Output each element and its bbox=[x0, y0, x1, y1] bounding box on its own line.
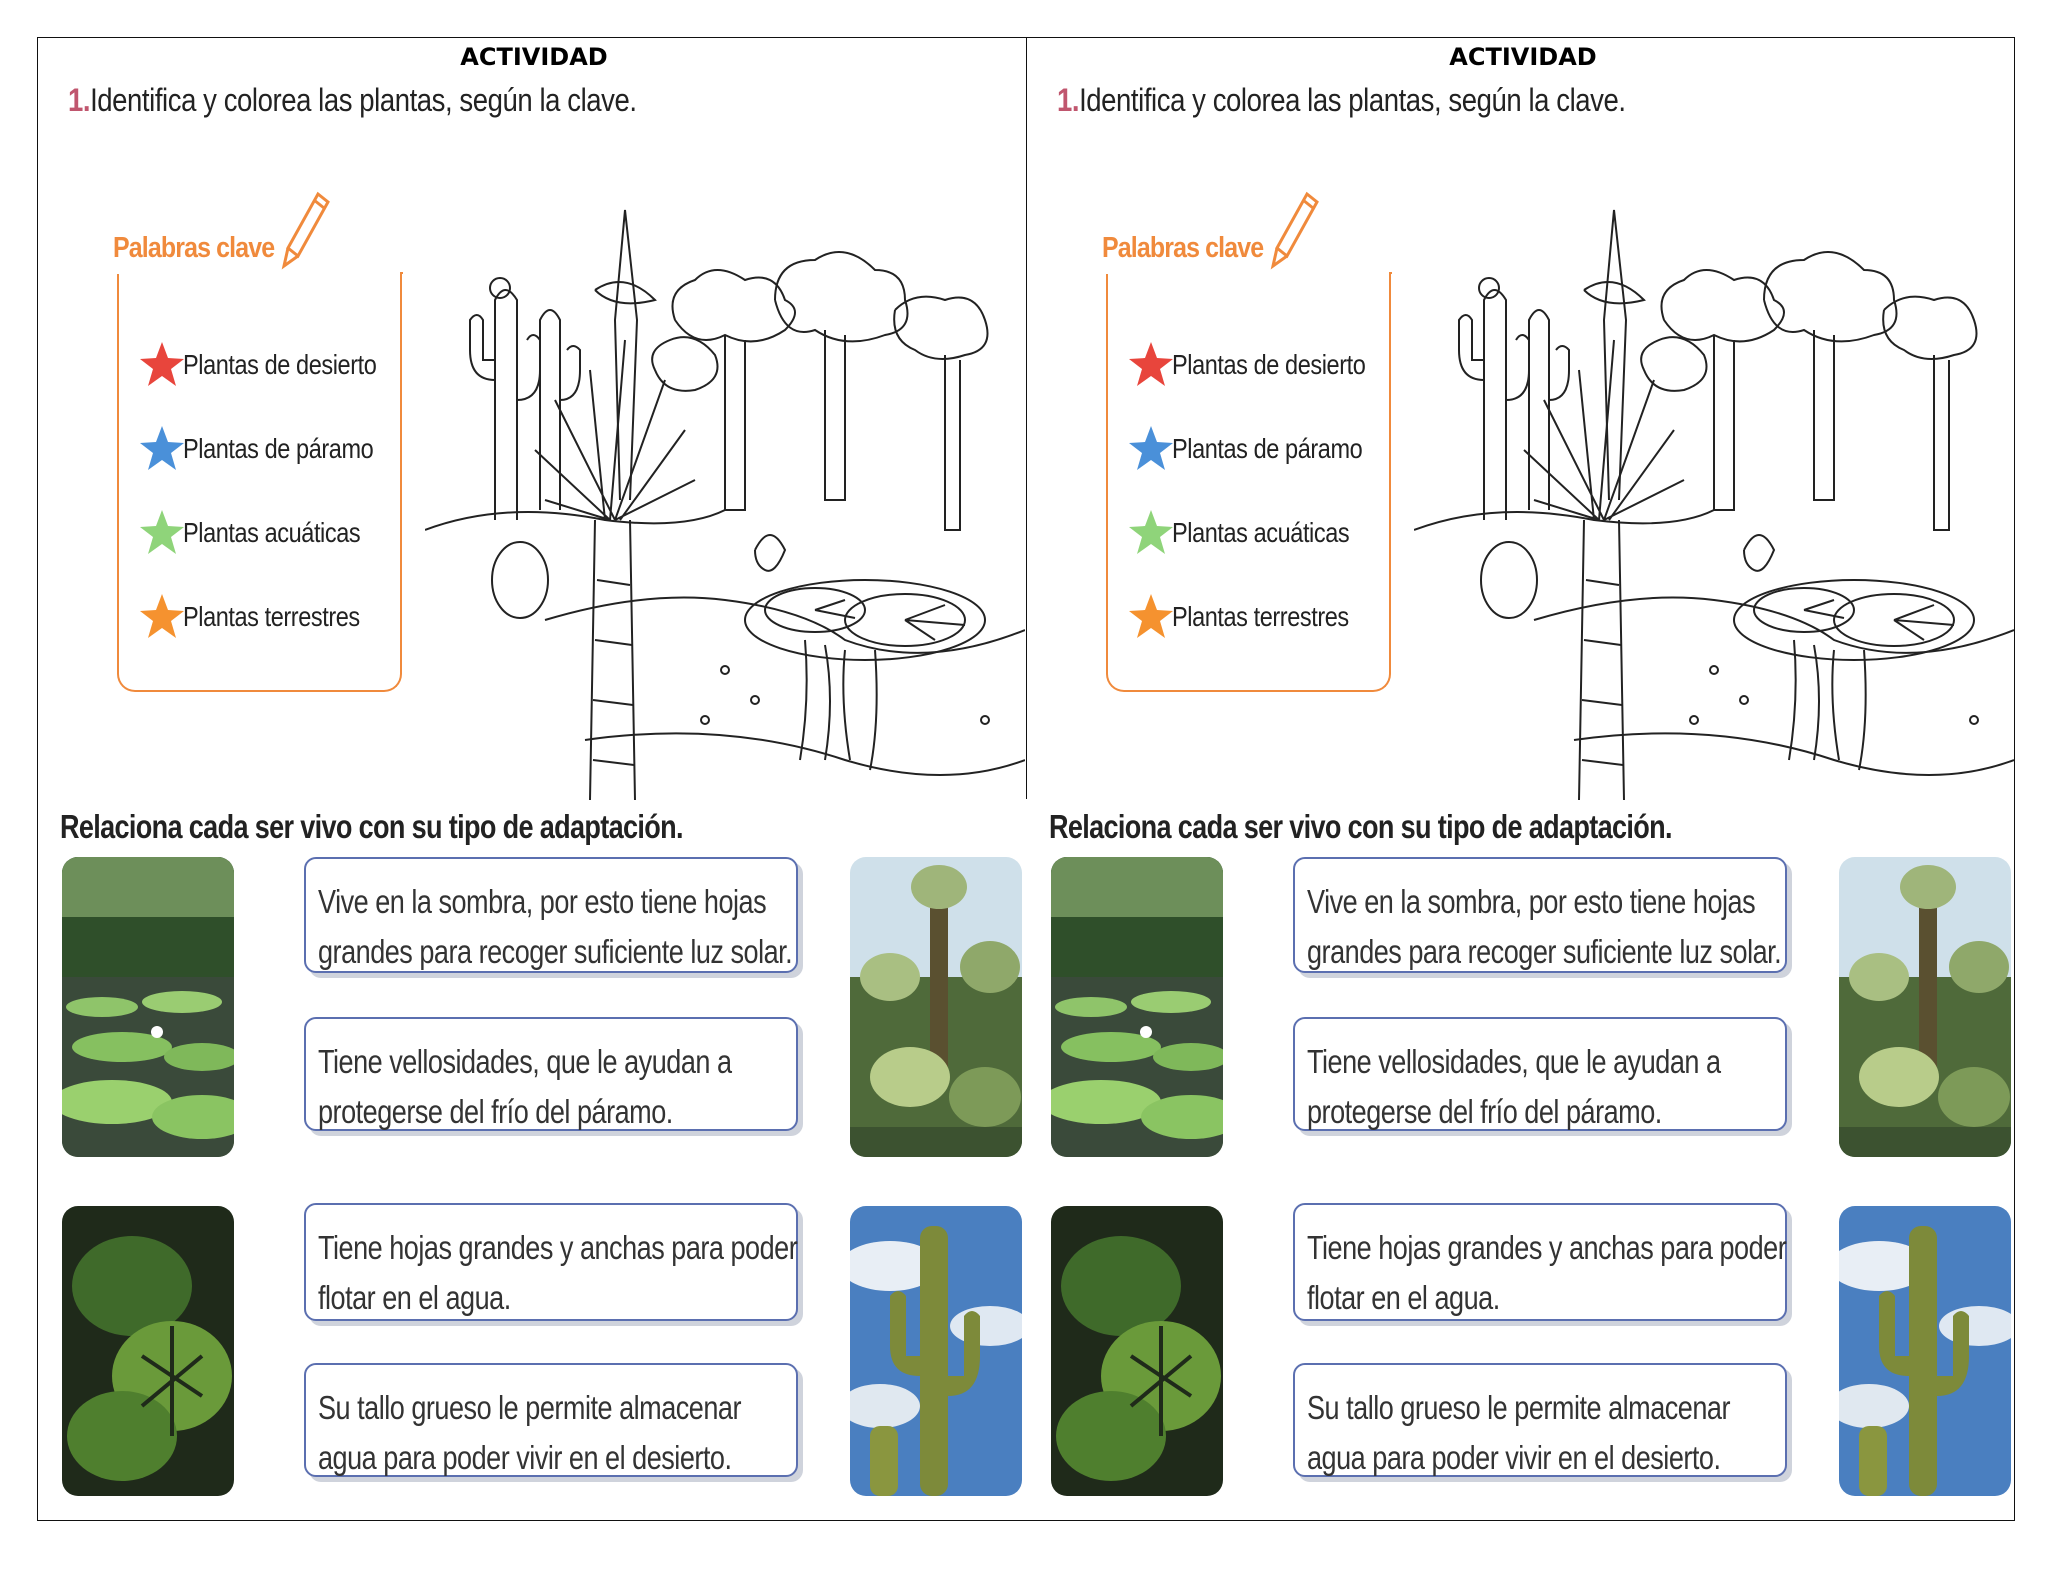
key-box: Plantas de desierto Plantas de páramo Pl… bbox=[1106, 272, 1392, 692]
key-title: Palabras clave bbox=[113, 232, 275, 264]
column-divider bbox=[1026, 37, 1027, 799]
orange-star-icon bbox=[1129, 594, 1173, 638]
pencil-icon bbox=[1270, 191, 1319, 270]
key-item-aquatic: Plantas acuáticas bbox=[139, 508, 394, 558]
green-star-icon bbox=[1129, 510, 1173, 554]
adaptation-card-desert[interactable]: Su tallo grueso le permite almacenar agu… bbox=[1293, 1363, 1787, 1477]
worksheet-left: ACTIVIDAD 1.Identifica y colorea las pla… bbox=[40, 0, 1028, 1520]
adaptation-card-paramo[interactable]: Tiene vellosidades, que le ayudan a prot… bbox=[1293, 1017, 1787, 1131]
blue-star-icon bbox=[140, 426, 184, 470]
activity-heading: ACTIVIDAD bbox=[1449, 43, 1597, 71]
key-item-terrestrial: Plantas terrestres bbox=[1128, 592, 1382, 642]
key-item-aquatic: Plantas acuáticas bbox=[1128, 508, 1383, 558]
exercise1-instruction: 1.Identifica y colorea las plantas, segú… bbox=[1057, 82, 1626, 118]
key-item-desert: Plantas de desierto bbox=[139, 340, 413, 390]
blue-star-icon bbox=[1129, 426, 1173, 470]
plants-coloring-illustration bbox=[425, 209, 1025, 800]
key-item-desert: Plantas de desierto bbox=[1128, 340, 1402, 390]
adaptation-card-water[interactable]: Tiene hojas grandes y anchas para poder … bbox=[304, 1203, 798, 1321]
key-box: Plantas de desierto Plantas de páramo Pl… bbox=[117, 272, 403, 692]
exercise2-instruction: Relaciona cada ser vivo con su tipo de a… bbox=[60, 808, 684, 845]
exercise2-instruction: Relaciona cada ser vivo con su tipo de a… bbox=[1049, 808, 1673, 845]
pencil-icon bbox=[281, 191, 330, 270]
photo-cactus bbox=[1839, 1206, 2011, 1496]
adaptation-card-water[interactable]: Tiene hojas grandes y anchas para poder … bbox=[1293, 1203, 1787, 1321]
photo-cactus bbox=[850, 1206, 1022, 1496]
adaptation-card-desert[interactable]: Su tallo grueso le permite almacenar agu… bbox=[304, 1363, 798, 1477]
adaptation-card-shade[interactable]: Vive en la sombra, por esto tiene hojas … bbox=[1293, 857, 1787, 973]
key-item-paramo: Plantas de páramo bbox=[1128, 424, 1399, 474]
photo-monstera bbox=[1051, 1206, 1223, 1496]
exercise1-instruction: 1.Identifica y colorea las plantas, segú… bbox=[68, 82, 637, 118]
photo-water-lilies bbox=[62, 857, 234, 1157]
photo-frailejones bbox=[850, 857, 1022, 1157]
photo-monstera bbox=[62, 1206, 234, 1496]
photo-water-lilies bbox=[1051, 857, 1223, 1157]
worksheet-right: ACTIVIDAD 1.Identifica y colorea las pla… bbox=[1029, 0, 2017, 1520]
green-star-icon bbox=[140, 510, 184, 554]
red-star-icon bbox=[140, 342, 184, 386]
adaptation-card-paramo[interactable]: Tiene vellosidades, que le ayudan a prot… bbox=[304, 1017, 798, 1131]
key-item-terrestrial: Plantas terrestres bbox=[139, 592, 393, 642]
key-title: Palabras clave bbox=[1102, 232, 1264, 264]
plants-coloring-illustration bbox=[1414, 209, 2014, 800]
orange-star-icon bbox=[140, 594, 184, 638]
photo-frailejones bbox=[1839, 857, 2011, 1157]
key-item-paramo: Plantas de páramo bbox=[139, 424, 410, 474]
red-star-icon bbox=[1129, 342, 1173, 386]
adaptation-card-shade[interactable]: Vive en la sombra, por esto tiene hojas … bbox=[304, 857, 798, 973]
activity-heading: ACTIVIDAD bbox=[460, 43, 608, 71]
